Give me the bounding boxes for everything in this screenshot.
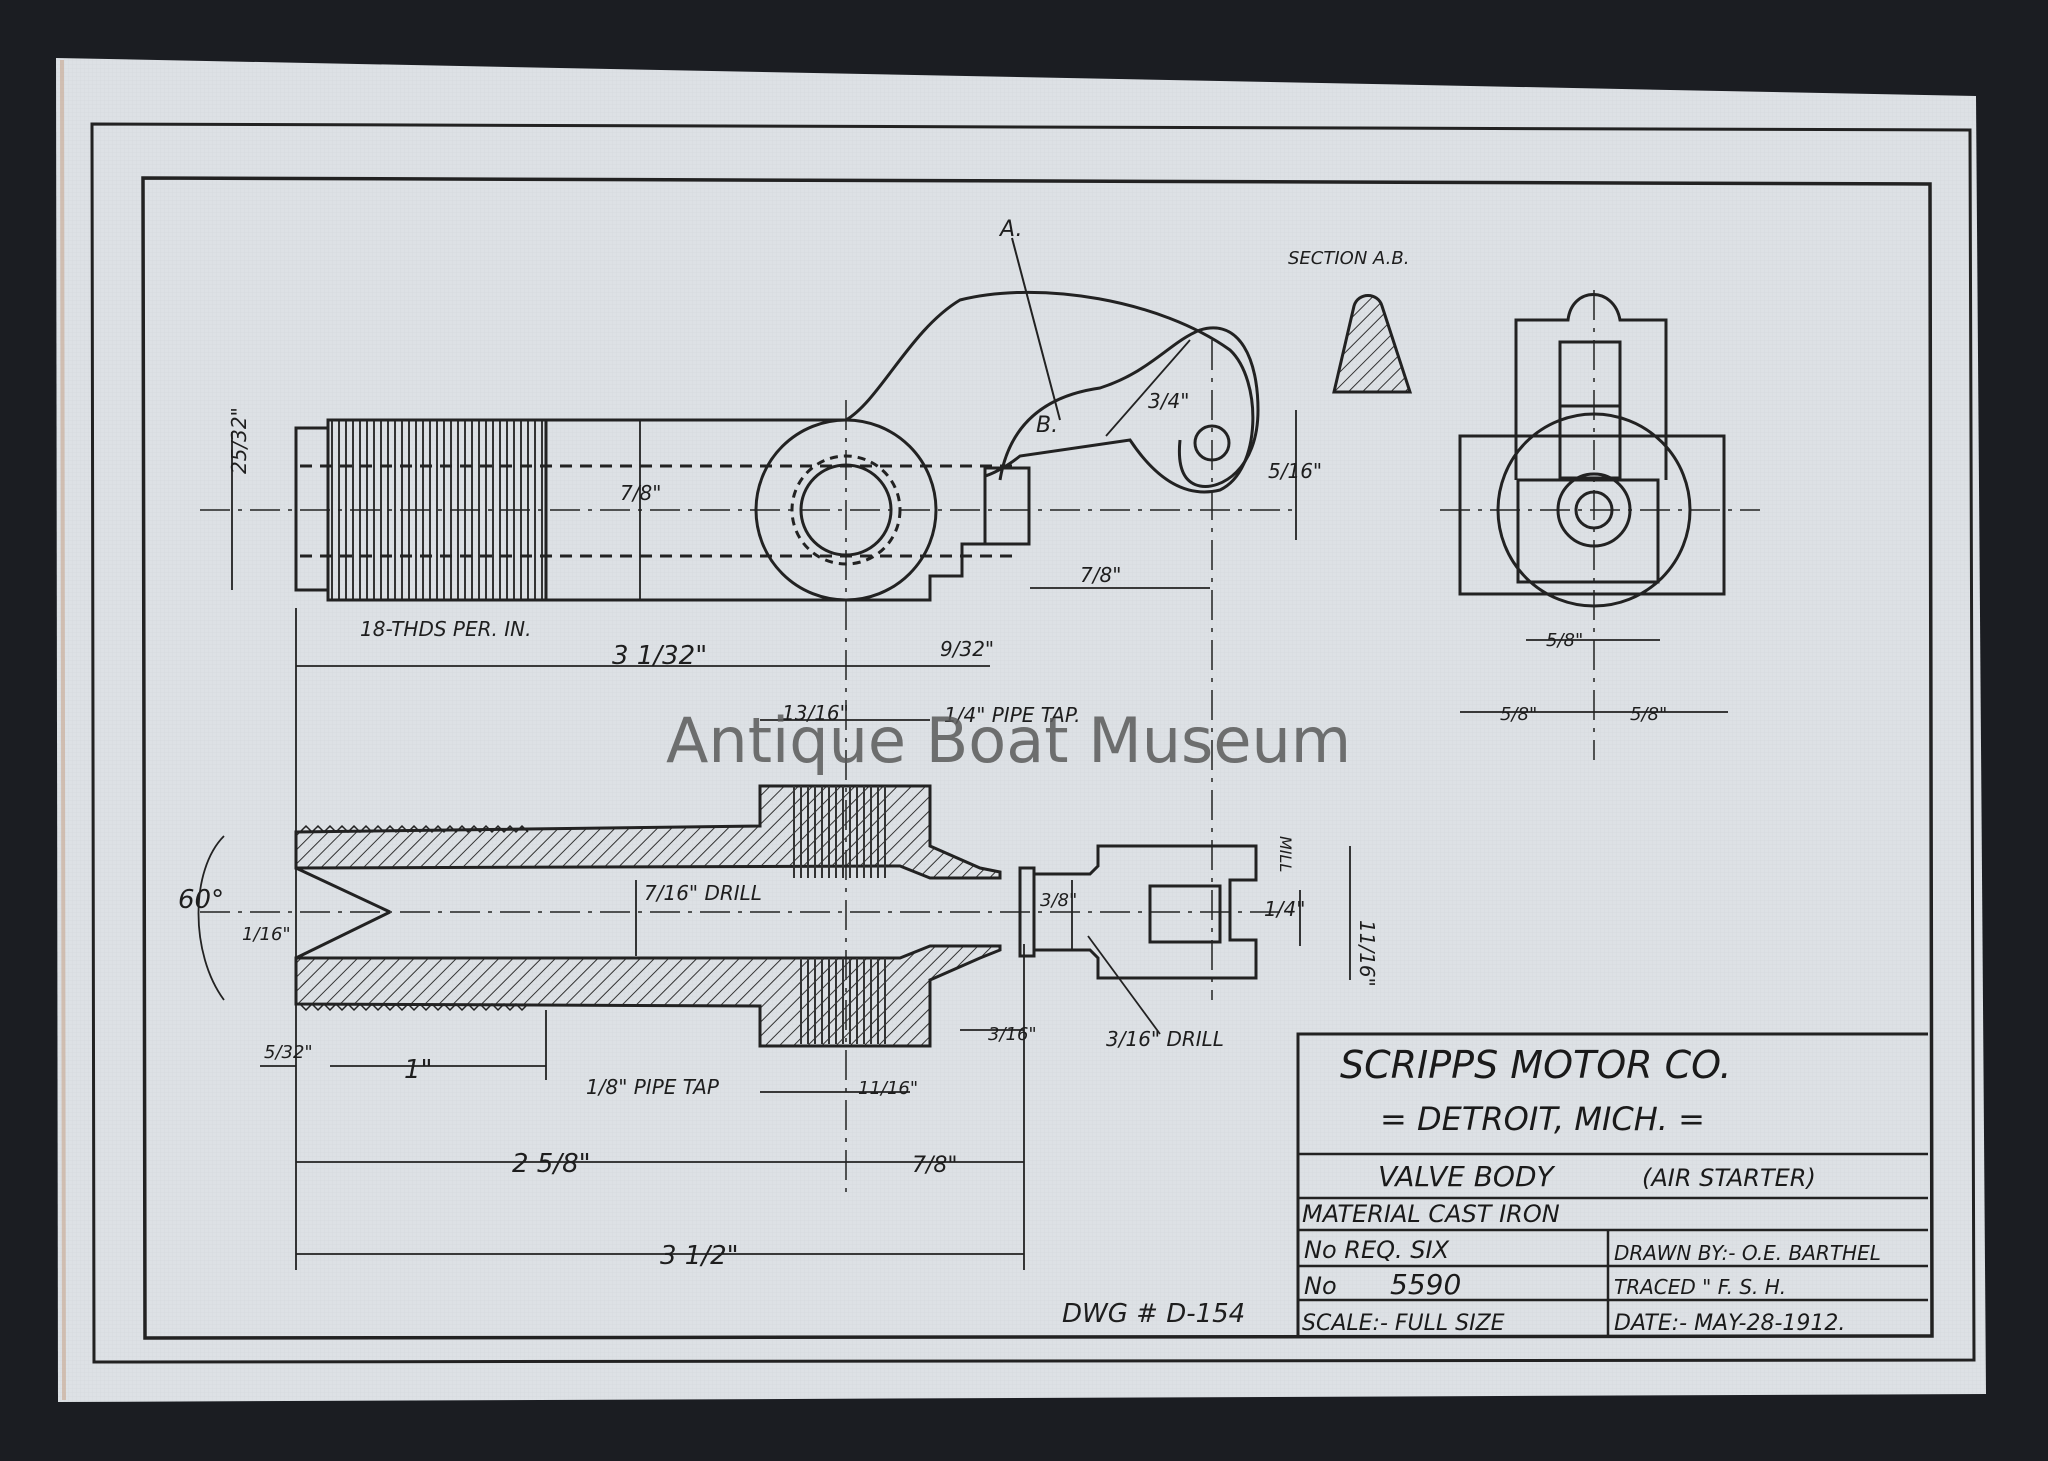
part-name: VALVE BODY	[1378, 1160, 1556, 1193]
watermark: Antique Boat Museum	[666, 704, 1351, 777]
dim-9-32: 9/32"	[940, 637, 994, 661]
dim-3-8: 3/8"	[1040, 890, 1077, 911]
top-elevation-view	[200, 237, 1300, 1200]
section-mark-b: B.	[1036, 413, 1058, 438]
company-name: SCRIPPS MOTOR CO.	[1340, 1043, 1732, 1087]
drawn-by: DRAWN BY:- O.E. BARTHEL	[1614, 1241, 1881, 1265]
inner-border	[141, 176, 1934, 1340]
dim-3-1-2: 3 1/2"	[660, 1241, 739, 1271]
dim-3-1-32: 3 1/32"	[612, 641, 707, 671]
dim-13-16: 13/16"	[782, 701, 849, 725]
dim-1: 1"	[404, 1055, 433, 1085]
dim-5-16: 5/16"	[1268, 459, 1322, 483]
material: MATERIAL CAST IRON	[1302, 1200, 1560, 1228]
note-drill-7-16: 7/16" DRILL	[644, 881, 762, 905]
dim-7-8-arm: 7/8"	[1080, 563, 1121, 587]
section-label: SECTION A.B.	[1288, 248, 1409, 269]
note-angle: 60°	[178, 885, 224, 915]
drawing-annotations: A. B. SECTION A.B. 25/32" 7/8" 3/4" 5/16…	[178, 217, 1667, 1329]
note-mill: MILL	[1276, 836, 1295, 872]
drawing-number: DWG # D-154	[1062, 1299, 1245, 1329]
company-location: = DETROIT, MICH. =	[1380, 1100, 1705, 1138]
dim-1-4: 1/4"	[1264, 897, 1305, 921]
note-pipe-tap-eighth: 1/8" PIPE TAP	[586, 1075, 720, 1099]
dim-5-32: 5/32"	[264, 1042, 313, 1063]
part-number: 5590	[1390, 1268, 1461, 1301]
note-threads: 18-THDS PER. IN.	[360, 617, 531, 641]
dim-11-16: 11/16"	[858, 1078, 918, 1099]
note-pipe-tap-quarter: 1/4" PIPE TAP.	[944, 703, 1080, 727]
dim-7-8-bottom: 7/8"	[912, 1153, 958, 1178]
number-required: No REQ. SIX	[1304, 1236, 1450, 1264]
end-view	[1440, 290, 1760, 760]
note-drill-3-16: 3/16" DRILL	[1106, 1027, 1224, 1051]
section-ab-view	[1332, 294, 1413, 394]
dim-3-4: 3/4"	[1148, 389, 1189, 413]
dimension-lines	[197, 339, 1728, 1270]
dim-5-8-left: 5/8"	[1500, 704, 1537, 725]
part-no-label: No	[1304, 1272, 1337, 1300]
title-block: SCRIPPS MOTOR CO. = DETROIT, MICH. = VAL…	[1296, 1032, 1928, 1336]
scale: SCALE:- FULL SIZE	[1302, 1311, 1505, 1336]
outer-border	[90, 122, 1976, 1364]
dim-2-5-8: 2 5/8"	[512, 1149, 591, 1179]
dim-3-16: 3/16"	[988, 1024, 1037, 1045]
date: DATE:- MAY-28-1912.	[1614, 1311, 1845, 1336]
longitudinal-section-view	[200, 784, 1300, 1048]
section-mark-a: A.	[998, 217, 1022, 242]
dim-11-16-end: 11/16"	[1355, 920, 1379, 987]
dim-7-8-bore: 7/8"	[620, 481, 661, 505]
part-note: (AIR STARTER)	[1642, 1164, 1816, 1192]
dim-5-8-right: 5/8"	[1630, 704, 1667, 725]
dim-25-32: 25/32"	[227, 407, 251, 474]
dim-1-16: 1/16"	[242, 924, 291, 945]
dim-5-8-center: 5/8"	[1546, 630, 1583, 651]
traced-by: TRACED " F. S. H.	[1614, 1275, 1786, 1299]
